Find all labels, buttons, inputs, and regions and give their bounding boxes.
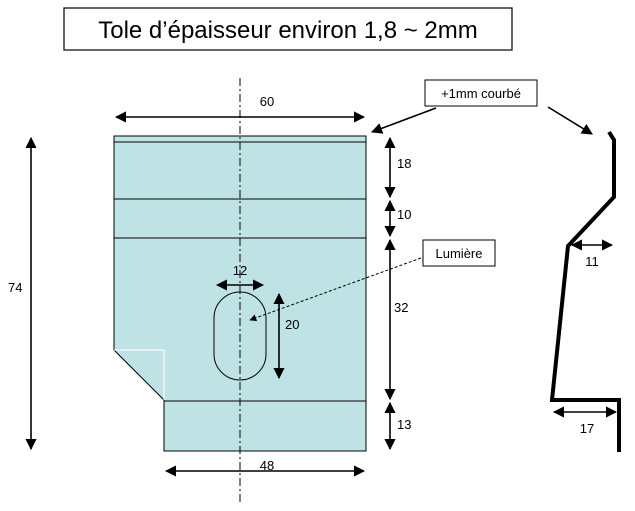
callout-slot-box <box>422 239 496 267</box>
dim-section-3: 32 <box>394 300 408 315</box>
callout-slot-label: Lumière <box>436 246 483 261</box>
dim-section-4: 13 <box>397 417 411 432</box>
callout-bend-box <box>424 79 538 107</box>
dim-top-width: 60 <box>260 94 274 109</box>
title-box <box>63 7 513 51</box>
callout-slot-leader <box>249 257 422 322</box>
dim-slot-width: 12 <box>233 263 247 278</box>
dim-total-height: 74 <box>8 280 22 295</box>
dim-profile-offset: 11 <box>585 254 599 269</box>
callout-bend-leader-left <box>370 107 437 134</box>
callout-bend-leader-right <box>547 106 593 135</box>
dim-section-2: 10 <box>397 207 411 222</box>
dim-section-1: 18 <box>397 156 411 171</box>
side-profile <box>549 130 621 452</box>
drawing-title: Tole d’épaisseur environ 1,8 ~ 2mm <box>98 17 478 44</box>
callout-bend-label: +1mm courbé <box>441 86 521 101</box>
dim-profile-foot: 17 <box>580 421 594 436</box>
dim-bottom-width: 48 <box>260 458 274 473</box>
dim-slot-height: 20 <box>285 317 299 332</box>
